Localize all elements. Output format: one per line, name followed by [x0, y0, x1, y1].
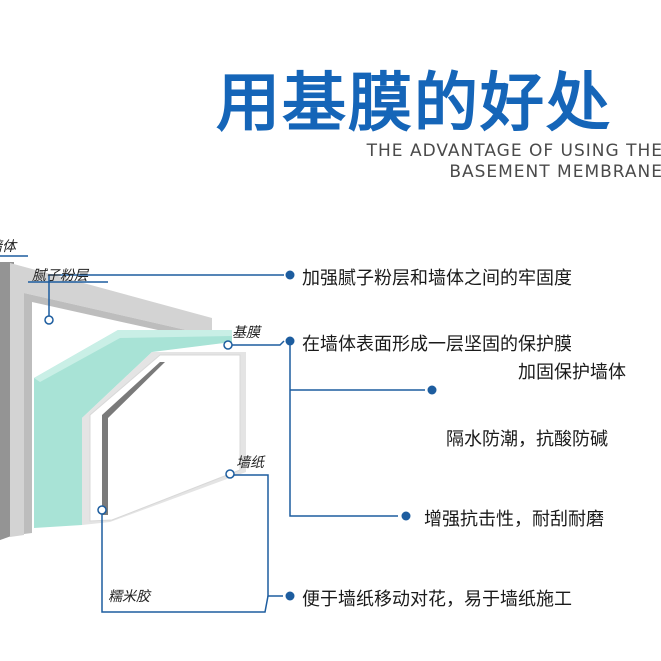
membrane-top [34, 330, 232, 382]
label-glue: 糯米胶 [108, 589, 150, 605]
subtitle-line-2: BASEMENT MEMBRANE [449, 162, 661, 182]
bullet-dot [285, 336, 295, 346]
wallpaper-connector [230, 474, 283, 597]
benefit-4: 隔水防潮，抗酸防碱 [446, 429, 608, 450]
glue-layer [102, 362, 165, 515]
membrane-connector [228, 340, 285, 346]
putty-layer [10, 263, 212, 537]
benefit-6: 便于墙纸移动对花，易于墙纸施工 [302, 589, 572, 610]
bullet-dot [401, 511, 411, 521]
putty-connector [48, 274, 284, 320]
page-title: 用基膜的好处 [216, 67, 612, 141]
glue-connector [101, 510, 269, 613]
label-putty: 腻子粉层 [32, 268, 88, 284]
benefit-2: 在墙体表面形成一层坚固的保护膜 [302, 334, 572, 355]
label-wallpaper: 墙纸 [236, 455, 264, 471]
label-wall: 墙体 [0, 239, 16, 255]
bullet-dot [427, 385, 437, 395]
benefit-5: 增强抗击性，耐刮耐磨 [424, 509, 604, 530]
benefit-bracket [289, 345, 398, 517]
membrane-layer [34, 330, 232, 528]
benefit-3: 加固保护墙体 [518, 362, 626, 383]
bullet-dot [285, 270, 295, 280]
subtitle-line-1: THE ADVANTAGE OF USING THE [366, 141, 661, 161]
label-base-membrane: 基膜 [232, 325, 260, 341]
bullet-dot [285, 591, 295, 601]
benefit-1: 加强腻子粉层和墙体之间的牢固度 [302, 268, 572, 289]
